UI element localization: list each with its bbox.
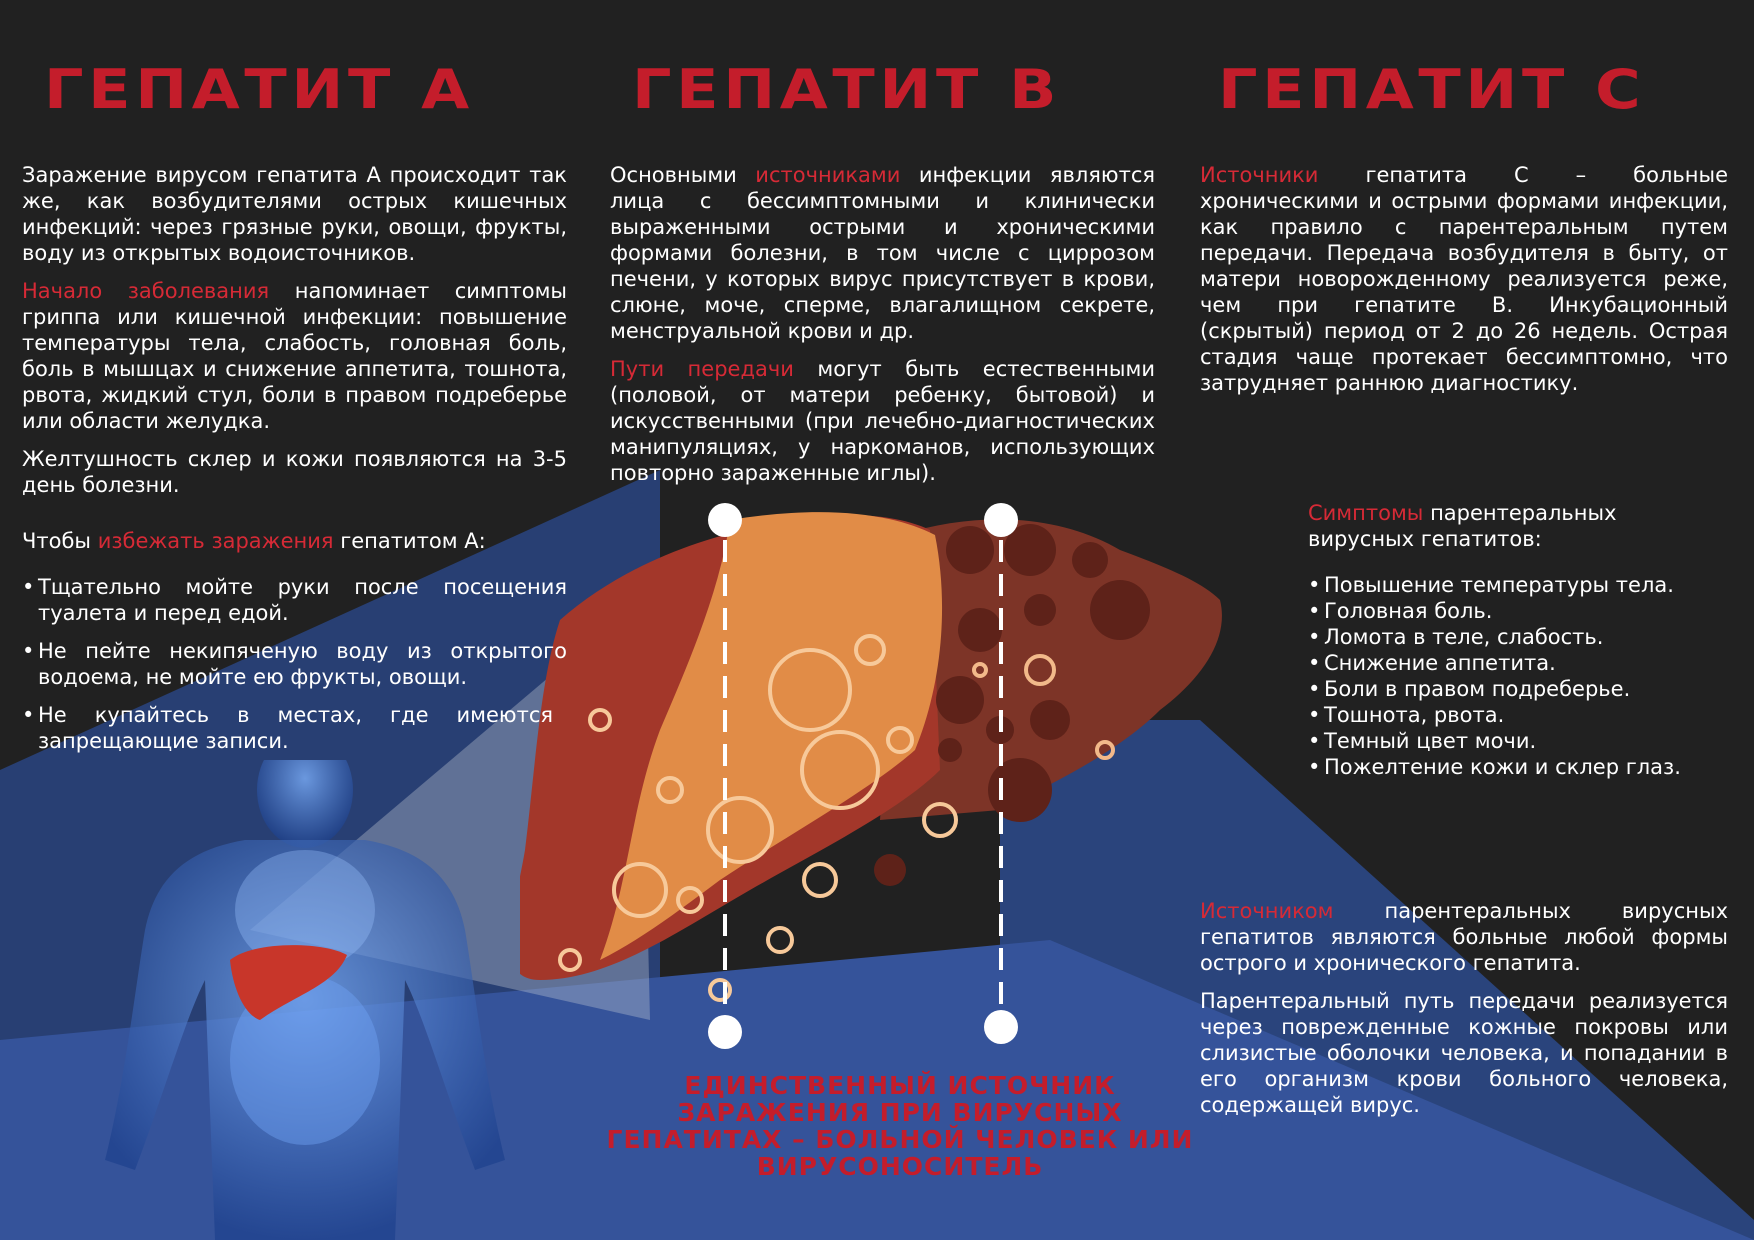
liver-illustration bbox=[520, 512, 1222, 1002]
prevention-highlight: избежать заражения bbox=[97, 529, 334, 553]
liver-bubbles bbox=[558, 634, 958, 1002]
prevention-heading: Чтобы избежать заражения гепатитом А: bbox=[22, 528, 567, 554]
title-hepatitis-a: ГЕПАТИТ А bbox=[44, 58, 474, 121]
symptom-item: Головная боль. bbox=[1308, 598, 1728, 624]
symptom-item: Снижение аппетита. bbox=[1308, 650, 1728, 676]
symptoms-heading: Симптомы парентеральных вирусных гепатит… bbox=[1308, 500, 1728, 552]
column-hepatitis-a: Заражение вирусом гепатита А происходит … bbox=[22, 162, 567, 510]
symptoms-highlight: Симптомы bbox=[1308, 501, 1424, 525]
pin-left bbox=[708, 503, 742, 1049]
column-hepatitis-b: Основными источниками инфекции являются … bbox=[610, 162, 1155, 498]
hep-a-jaundice: Желтушность склер и кожи появляются на 3… bbox=[22, 447, 567, 497]
body-intestines bbox=[230, 975, 380, 1145]
prevention-block: Чтобы избежать заражения гепатитом А: Тщ… bbox=[22, 528, 567, 766]
pin-right bbox=[984, 503, 1018, 1044]
body-head bbox=[257, 760, 353, 848]
prevention-pre: Чтобы bbox=[22, 529, 98, 553]
symptom-item: Темный цвет мочи. bbox=[1308, 728, 1728, 754]
prevention-item: Не пейте некипяченую воду из открытого в… bbox=[22, 638, 567, 690]
source-paragraph: Источником парентеральных вирусных гепат… bbox=[1200, 898, 1728, 976]
parenteral-paragraph: Парентеральный путь передачи реализуется… bbox=[1200, 989, 1728, 1117]
body-torso bbox=[105, 840, 505, 1240]
hep-b-routes-highlight: Пути передачи bbox=[610, 357, 794, 381]
hep-c-sources-highlight: Источники bbox=[1200, 163, 1319, 187]
hep-a-onset-highlight: Начало заболевания bbox=[22, 279, 270, 303]
human-body-illustration bbox=[105, 760, 505, 1240]
symptom-item: Боли в правом подреберье. bbox=[1308, 676, 1728, 702]
title-hepatitis-b: ГЕПАТИТ В bbox=[632, 58, 1062, 121]
symptom-item: Пожелтение кожи и склер глаз. bbox=[1308, 754, 1728, 780]
hep-a-onset-text: напоминает симптомы гриппа или кишечной … bbox=[22, 279, 567, 433]
symptoms-block: Симптомы парентеральных вирусных гепатит… bbox=[1308, 500, 1728, 780]
hep-c-sources: Источники гепатита С – больные хроническ… bbox=[1200, 162, 1728, 396]
hep-b-sources-pre: Основными bbox=[610, 163, 756, 187]
symptoms-list: Повышение температуры тела. Головная бол… bbox=[1308, 572, 1728, 780]
symptom-item: Повышение температуры тела. bbox=[1308, 572, 1728, 598]
prevention-item: Не купайтесь в местах, где имеются запре… bbox=[22, 702, 553, 754]
symptom-item: Тошнота, рвота. bbox=[1308, 702, 1728, 728]
hep-b-routes-text: могут быть естественными (половой, от ма… bbox=[610, 357, 1156, 485]
source-block: Источником парентеральных вирусных гепат… bbox=[1200, 898, 1728, 1130]
prevention-post: гепатитом А: bbox=[333, 529, 486, 553]
hep-b-sources-highlight: источниками bbox=[755, 163, 901, 187]
title-hepatitis-c: ГЕПАТИТ С bbox=[1218, 58, 1646, 121]
hep-a-transmission: Заражение вирусом гепатита А происходит … bbox=[22, 163, 567, 265]
prevention-list: Тщательно мойте руки после посещения туа… bbox=[22, 574, 567, 754]
prevention-item: Тщательно мойте руки после посещения туа… bbox=[22, 574, 567, 626]
liver-rings-brown bbox=[972, 654, 1115, 760]
source-text: парентеральных вирусных гепатитов являют… bbox=[1200, 899, 1728, 975]
hep-b-routes: Пути передачи могут быть естественными (… bbox=[610, 356, 1155, 486]
hep-b-sources: Основными источниками инфекции являются … bbox=[610, 162, 1155, 344]
hep-a-onset: Начало заболевания напоминает симптомы г… bbox=[22, 278, 567, 434]
hep-b-sources-text: инфекции являются лица с бессимптомными … bbox=[610, 163, 1155, 343]
hep-c-sources-text: гепатита С – больные хроническими и остр… bbox=[1200, 163, 1728, 395]
column-hepatitis-c: Источники гепатита С – больные хроническ… bbox=[1200, 162, 1728, 408]
liver-orange-lobe bbox=[600, 512, 943, 960]
slogan: ЕДИНСТВЕННЫЙ ИСТОЧНИК ЗАРАЖЕНИЯ ПРИ ВИРУ… bbox=[606, 1071, 1194, 1181]
body-lungs bbox=[235, 850, 375, 970]
source-highlight: Источником bbox=[1200, 899, 1334, 923]
symptom-item: Ломота в теле, слабость. bbox=[1308, 624, 1728, 650]
symptoms-heading-text: парентеральных вирусных гепатитов: bbox=[1308, 501, 1617, 551]
body-liver bbox=[230, 945, 347, 1020]
liver-spots bbox=[874, 524, 1150, 886]
